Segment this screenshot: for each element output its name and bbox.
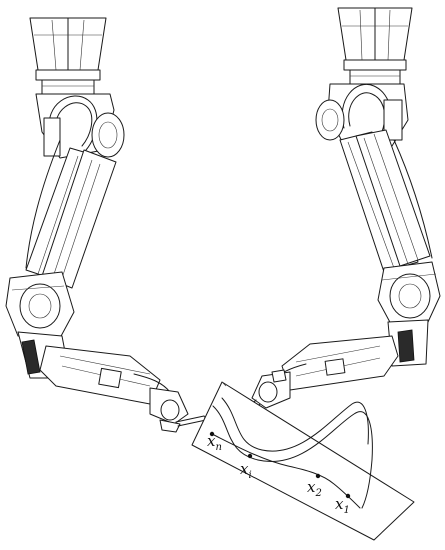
right-robot-elbow [377,261,441,327]
point-x1 [345,493,351,499]
left-robot-elbow [5,271,75,339]
label-xn: xn [207,432,222,453]
point-xn [209,431,215,437]
right-robot-upper-arm [339,129,433,273]
left-robot-arm [5,17,213,433]
label-xi: xi [240,460,252,481]
label-x2: x2 [307,478,322,499]
right-robot-forearm [269,319,429,391]
weld-trajectory [209,431,361,509]
point-xi [247,453,253,459]
curved-seam-plate [212,397,373,509]
right-robot-base [337,7,413,85]
left-robot-shoulder [35,93,125,159]
right-robot-shoulder [315,83,409,151]
svg-text:x1: x1 [335,495,350,516]
left-robot-base [29,17,107,95]
label-x1: x1 [335,495,350,516]
left-robot-forearm [17,331,171,405]
right-robot-arm [239,7,441,419]
left-robot-upper-arm [25,139,117,289]
point-x2 [315,473,321,479]
svg-text:x2: x2 [307,478,322,499]
svg-text:xi: xi [240,460,252,481]
workpiece-plate [191,381,415,541]
svg-text:xn: xn [207,432,222,453]
